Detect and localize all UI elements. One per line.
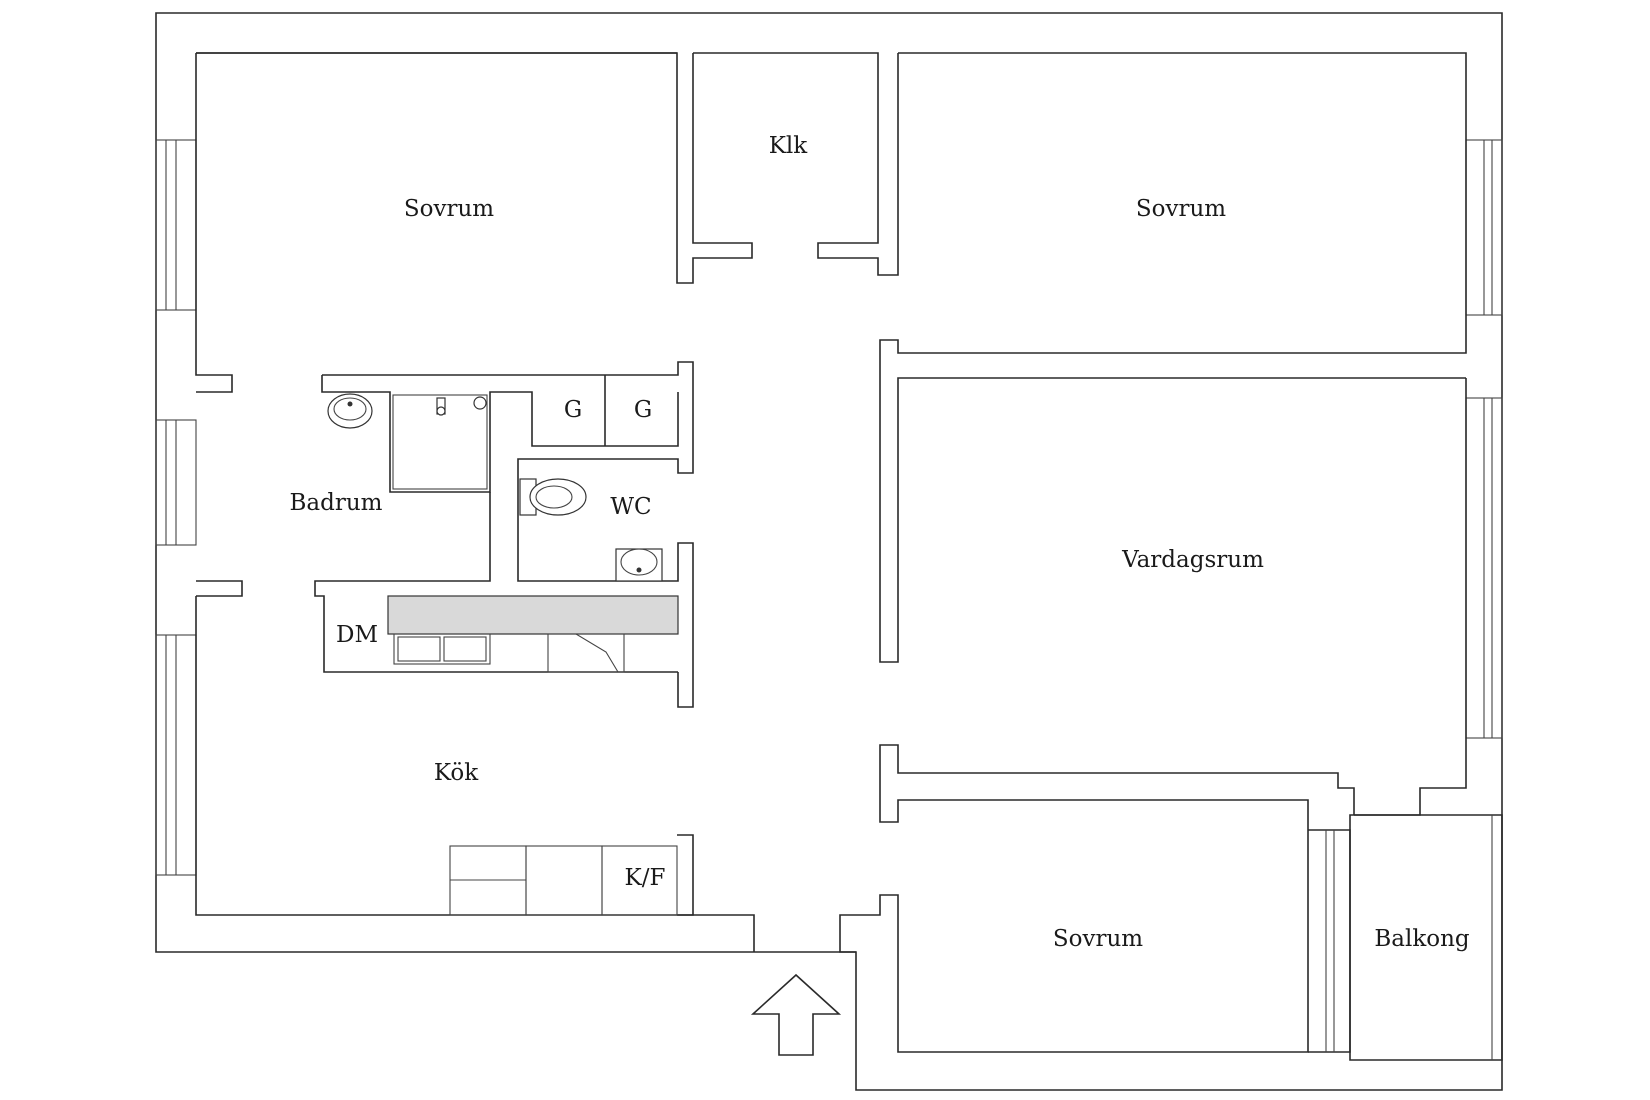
entrance-arrow-icon bbox=[750, 973, 842, 1056]
outer-walls bbox=[155, 12, 1503, 1091]
room-label-g1: G bbox=[564, 397, 582, 423]
kitchen-counter bbox=[393, 633, 625, 673]
room-label-badrum: Badrum bbox=[290, 490, 383, 516]
room-label-dm: DM bbox=[336, 622, 378, 648]
room-label-sovrum-nw: Sovrum bbox=[404, 196, 494, 222]
double-sink-icon bbox=[443, 636, 487, 662]
kitchen-walls bbox=[195, 596, 755, 952]
room-label-kf: K/F bbox=[625, 865, 666, 891]
entrance-walls bbox=[839, 744, 1355, 1053]
windows-east bbox=[1465, 139, 1503, 739]
shower bbox=[392, 394, 488, 490]
room-label-g2: G bbox=[634, 397, 652, 423]
room-klk: Klk bbox=[693, 52, 899, 276]
bath-sink bbox=[327, 393, 373, 429]
room-label-vardagsrum: Vardagsrum bbox=[1121, 547, 1264, 573]
toilet-icon bbox=[529, 478, 587, 516]
room-balkong: Balkong bbox=[1349, 814, 1503, 1061]
wc-toilet bbox=[519, 478, 587, 516]
windows-west bbox=[155, 139, 197, 876]
wc-sink bbox=[615, 548, 663, 582]
room-sovrum-nw: Sovrum bbox=[195, 52, 677, 393]
sink-icon bbox=[636, 567, 642, 573]
room-label-sovrum-se: Sovrum bbox=[1053, 926, 1143, 952]
room-sovrum-ne: Sovrum bbox=[879, 52, 1467, 663]
room-label-kok: Kök bbox=[434, 760, 479, 786]
room-label-wc: WC bbox=[610, 494, 651, 520]
room-label-balkong: Balkong bbox=[1374, 926, 1470, 952]
wet-room-block bbox=[196, 361, 694, 708]
room-vardagsrum: Vardagsrum bbox=[1121, 378, 1467, 816]
room-sovrum-se: Sovrum bbox=[1053, 829, 1351, 1053]
room-label-klk: Klk bbox=[769, 133, 809, 159]
sink-icon bbox=[347, 401, 353, 407]
shower-icon bbox=[436, 406, 446, 416]
room-label-sovrum-ne: Sovrum bbox=[1136, 196, 1226, 222]
